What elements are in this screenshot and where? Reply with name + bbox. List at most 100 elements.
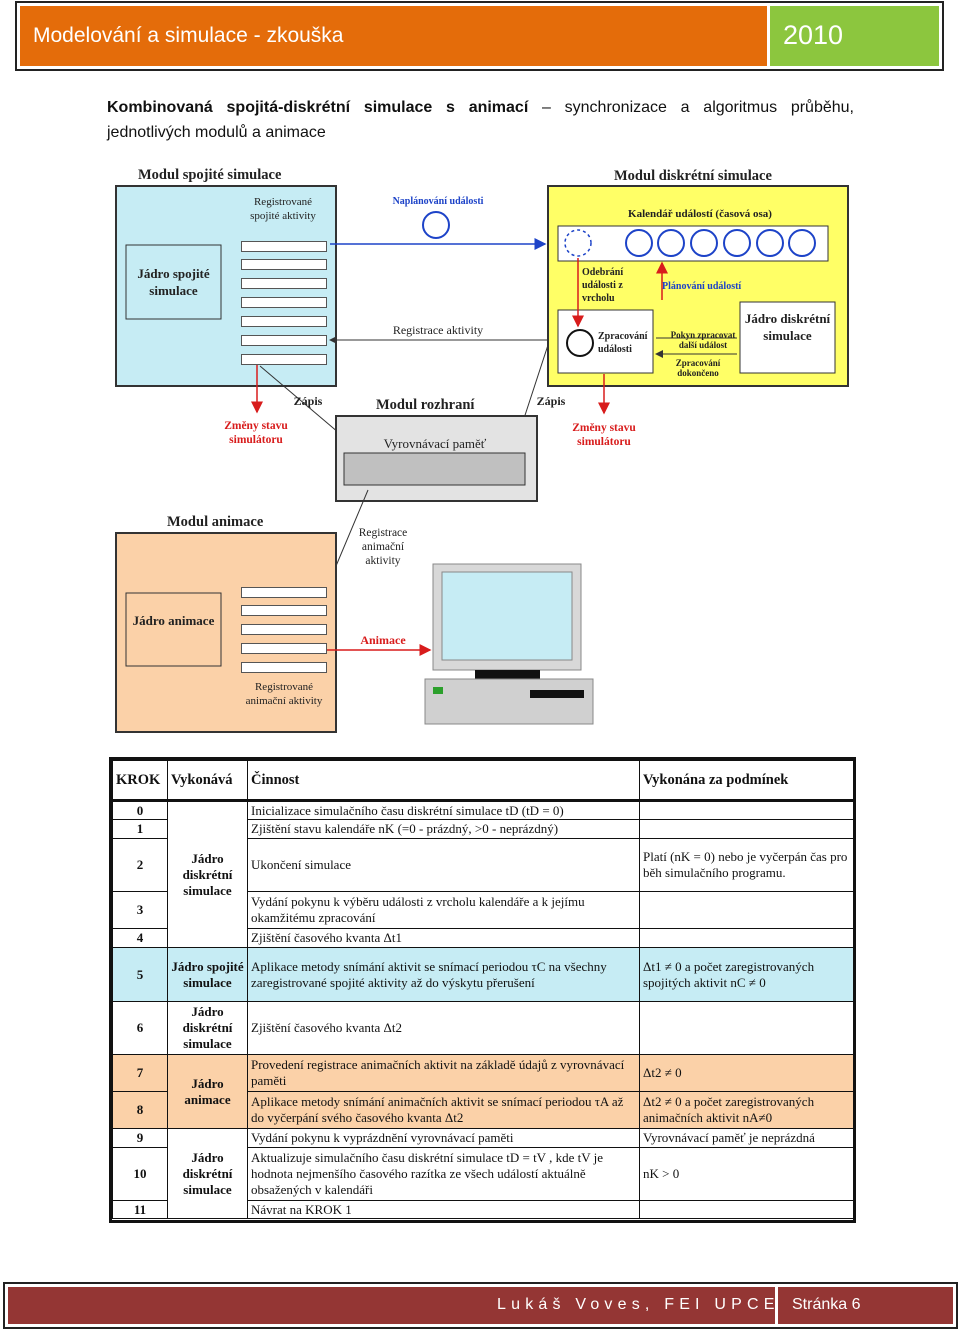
cinnost-cell: Aktualizuje simulačního času diskrétní s… [247, 1147, 640, 1201]
intro-paragraph: Kombinovaná spojitá-diskrétní simulace s… [107, 95, 854, 145]
krok-cell: 8 [112, 1091, 168, 1129]
table-row: 1 Zjištění stavu kalendáře nK (=0 - práz… [112, 819, 854, 839]
performer-cell: Jádro diskrétní simulace [167, 1001, 248, 1055]
table-row: 2 Ukončení simulace Platí (nK = 0) nebo … [112, 838, 854, 892]
krok-cell: 6 [112, 1001, 168, 1055]
animation-registered-label: Registrované animační aktivity [245, 681, 323, 707]
cinnost-cell: Aplikace metody snímání animačních aktiv… [247, 1091, 640, 1129]
header-title-bar [20, 6, 767, 66]
changes-right-label: Změny stavu simulátoru [572, 422, 636, 448]
discrete-core: Jádro diskrétní simulace [744, 311, 831, 343]
calendar-label: Kalendář událostí (časová osa) [628, 208, 772, 220]
animation-activity-slot [241, 662, 327, 673]
performer-cell: Jádro spojité simulace [167, 947, 248, 1002]
animation-module-title: Modul animace [167, 514, 264, 530]
continuous-activity-slot [241, 259, 327, 270]
planning-label: Plánování událostí [662, 281, 742, 292]
podminka-cell [639, 928, 854, 948]
krok-cell: 11 [112, 1200, 168, 1219]
podminka-cell: nK > 0 [639, 1147, 854, 1201]
algorithm-table-frame: KROK Vykonává Činnost Vykonána za podmín… [109, 757, 856, 1223]
podminka-cell: Vyrovnávací paměť je neprázdná [639, 1128, 854, 1148]
col-vykonava: Vykonává [167, 760, 248, 802]
table-row: 0 Jádro diskrétní simulace Inicializace … [112, 800, 854, 948]
continuous-module-title: Modul spojité simulace [138, 167, 282, 183]
col-cinnost: Činnost [247, 760, 640, 802]
cinnost-cell: Ukončení simulace [247, 838, 640, 892]
header-year: 2010 [783, 20, 844, 50]
table-header-row: KROK Vykonává Činnost Vykonána za podmín… [112, 760, 854, 802]
continuous-registered-label: Registrované spojité aktivity [250, 196, 316, 222]
interface-module-title: Modul rozhraní [376, 397, 475, 413]
cinnost-cell: Návrat na KROK 1 [247, 1200, 640, 1219]
animation-activity-slot [241, 624, 327, 635]
krok-cell: 5 [112, 947, 168, 1002]
krok-cell: 3 [112, 891, 168, 929]
header-title: Modelování a simulace - zkouška [33, 24, 344, 47]
cinnost-cell: Vydání pokynu k vyprázdnění vyrovnávací … [247, 1128, 640, 1148]
continuous-activity-slot [241, 354, 327, 365]
take-event-label: Odebrání události z vrcholu [582, 267, 624, 304]
performer-cell: Jádro diskrétní simulace [167, 1128, 248, 1219]
planned-event-label: Naplánování události [392, 196, 484, 207]
performer-cell: Jádro animace [167, 1054, 248, 1129]
changes-left-label: Změny stavu simulátoru [224, 420, 288, 446]
continuous-activity-slot [241, 241, 327, 252]
krok-cell: 9 [112, 1128, 168, 1148]
krok-cell: 4 [112, 928, 168, 948]
col-krok: KROK [112, 760, 168, 802]
animation-activity-slot [241, 643, 327, 654]
cinnost-cell: Zjištění stavu kalendáře nK (=0 - prázdn… [247, 819, 640, 839]
podminka-cell [639, 1200, 854, 1219]
podminka-cell [639, 800, 854, 820]
cinnost-cell: Vydání pokynu k výběru události z vrchol… [247, 891, 640, 929]
krok-cell: 10 [112, 1147, 168, 1201]
continuous-core: Jádro spojité simulace [137, 266, 210, 298]
podminka-cell: Δt2 ≠ 0 [639, 1054, 854, 1092]
table-row: 3 Vydání pokynu k výběru události z vrch… [112, 891, 854, 929]
podminka-cell [639, 1001, 854, 1055]
footer-author-bar [8, 1287, 775, 1324]
write-left-label: Zápis [293, 394, 323, 408]
table-row: 5 Jádro spojité simulace Aplikace metody… [112, 947, 854, 1002]
done-label: Zpracování dokončeno [675, 358, 721, 378]
page-number: Stránka 6 [792, 1296, 861, 1313]
header-year-bar [770, 6, 939, 66]
cinnost-cell: Provedení registrace animačních aktivit … [247, 1054, 640, 1092]
podminka-cell: Δt1 ≠ 0 a počet zaregistrovaných spojitý… [639, 947, 854, 1002]
intro-bold: Kombinovaná spojitá-diskrétní simulace s… [107, 99, 529, 116]
continuous-activity-slot [241, 278, 327, 289]
intro-rest: – synchronizace a algoritmus průběhu, je… [107, 99, 854, 141]
register-anim-label: Registrace animační aktivity [358, 527, 408, 567]
krok-cell: 7 [112, 1054, 168, 1092]
diagram-connectors [115, 185, 849, 733]
krok-cell: 2 [112, 838, 168, 892]
write-right-label: Zápis [536, 394, 566, 408]
process-event-label: Zpracování události [598, 331, 648, 355]
col-podminky: Vykonána za podmínek [639, 760, 854, 802]
footer-author: Lukáš Voves, FEI UPCE [497, 1296, 780, 1313]
podminka-cell: Δt2 ≠ 0 a počet zaregistrovaných animačn… [639, 1091, 854, 1129]
krok-cell: 1 [112, 819, 168, 839]
table-row: 10 Aktualizuje simulačního času diskrétn… [112, 1147, 854, 1201]
table-row: 11 Návrat na KROK 1 [112, 1200, 854, 1219]
podminka-cell: Platí (nK = 0) nebo je vyčerpán čas pro … [639, 838, 854, 892]
continuous-activity-slot [241, 316, 327, 327]
algorithm-table: KROK Vykonává Činnost Vykonána za podmín… [112, 760, 854, 1219]
buffer-label: Vyrovnávací paměť [383, 436, 487, 451]
continuous-activity-slot [241, 297, 327, 308]
animation-activity-slot [241, 587, 327, 598]
krok-cell: 0 [112, 800, 168, 820]
podminka-cell [639, 891, 854, 929]
register-activity-label: Registrace aktivity [392, 323, 484, 337]
cinnost-cell: Zjištění časového kvanta Δt1 [247, 928, 640, 948]
continuous-activity-slot [241, 335, 327, 346]
table-row: 7 Jádro animace Provedení registrace ani… [112, 1054, 854, 1129]
next-event-label: Pokyn zpracovat další událost [670, 330, 736, 350]
cinnost-cell: Zjištění časového kvanta Δt2 [247, 1001, 640, 1055]
table-row: 9 Jádro diskrétní simulace Vydání pokynu… [112, 1128, 854, 1219]
animation-activity-slot [241, 605, 327, 616]
animace-label: Animace [360, 633, 406, 647]
cinnost-cell: Inicializace simulačního času diskrétní … [247, 800, 640, 820]
performer-cell: Jádro diskrétní simulace [167, 800, 248, 948]
